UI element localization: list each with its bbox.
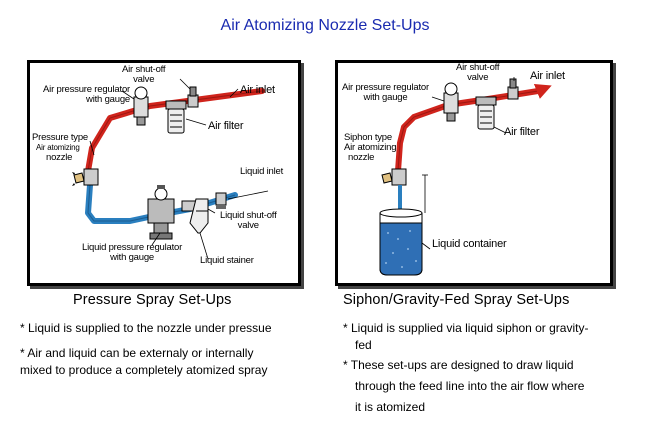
note-item: * Liquid is supplied via liquid siphon o… bbox=[343, 321, 589, 335]
liquid-strainer-icon bbox=[181, 198, 209, 234]
nozzle-icon bbox=[72, 168, 99, 186]
note-item: fed bbox=[355, 338, 372, 352]
note-item: * These set-ups are designed to draw liq… bbox=[343, 358, 574, 372]
label-air-shutoff: Air shut-off valve bbox=[122, 64, 166, 85]
label-air-shutoff: Air shut-off valve bbox=[456, 62, 500, 83]
air-shutoff-valve-icon bbox=[507, 78, 519, 100]
label-nozzle: Siphon type Air atomizing nozzle bbox=[344, 132, 397, 163]
air-filter-icon bbox=[165, 100, 187, 134]
label-liquid-regulator: Liquid pressure regulator with gauge bbox=[82, 242, 183, 263]
label-liquid-inlet: Liquid inlet bbox=[240, 166, 284, 177]
caption-siphon: Siphon/Gravity-Fed Spray Set-Ups bbox=[343, 292, 570, 308]
label-air-filter: Air filter bbox=[208, 120, 244, 132]
label-air-filter: Air filter bbox=[504, 126, 540, 138]
air-filter-icon bbox=[475, 96, 497, 130]
liquid-regulator-icon bbox=[147, 185, 175, 240]
air-regulator-icon bbox=[443, 82, 459, 122]
label-air-inlet: Air inlet bbox=[530, 70, 565, 82]
note-item: it is atomized bbox=[355, 400, 426, 414]
pressure-spray-diagram: Air shut-off valve Air inlet Air pressur… bbox=[27, 60, 301, 286]
pressure-spray-svg bbox=[72, 78, 269, 260]
label-liquid-shutoff: Liquid shut-off valve bbox=[220, 210, 277, 231]
notes-siphon: * Liquid is supplied via liquid siphon o… bbox=[343, 320, 643, 416]
note-item: * Air and liquid can be externaly or int… bbox=[20, 346, 254, 360]
label-nozzle: Pressure type Air atomizing nozzle bbox=[32, 132, 89, 163]
notes-pressure: * Liquid is supplied to the nozzle under… bbox=[20, 320, 330, 379]
siphon-spray-diagram: Air shut-off valve Air inlet Air pressur… bbox=[335, 60, 613, 286]
air-shutoff-valve-icon bbox=[187, 86, 199, 108]
note-item: * Liquid is supplied to the nozzle under… bbox=[20, 321, 272, 335]
liquid-container-icon bbox=[379, 208, 423, 276]
label-air-regulator: Air pressure regulator with gauge bbox=[342, 82, 429, 103]
page-title: Air Atomizing Nozzle Set-Ups bbox=[220, 17, 430, 34]
note-item: mixed to produce a completely atomized s… bbox=[20, 363, 268, 377]
label-air-regulator: Air pressure regulator with gauge bbox=[43, 84, 130, 105]
caption-pressure: Pressure Spray Set-Ups bbox=[73, 292, 232, 308]
label-liquid-container: Liquid container bbox=[432, 238, 507, 250]
nozzle-icon bbox=[381, 168, 407, 186]
note-item: through the feed line into the air flow … bbox=[355, 379, 585, 393]
liquid-shutoff-valve-icon bbox=[215, 192, 227, 209]
siphon-spray-svg bbox=[379, 77, 552, 276]
label-liquid-strainer: Liquid stainer bbox=[200, 255, 254, 266]
air-regulator-icon bbox=[133, 86, 149, 126]
label-air-inlet: Air inlet bbox=[240, 84, 275, 96]
